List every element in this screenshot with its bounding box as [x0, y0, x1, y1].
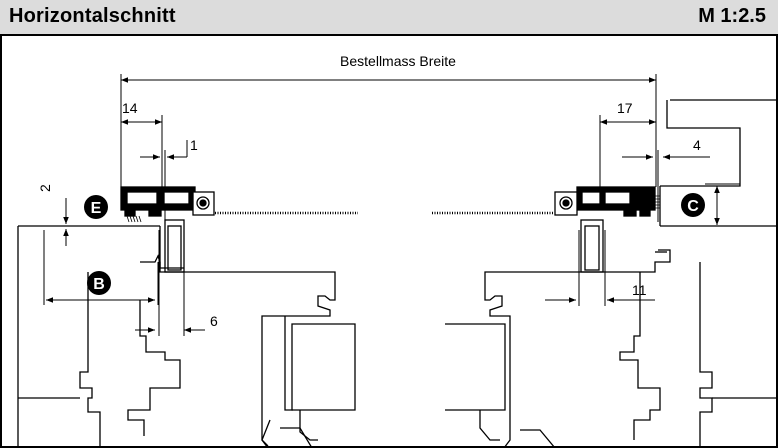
left-top-profile	[120, 186, 358, 223]
left-height-label: 2	[37, 184, 53, 192]
marker-e: E	[84, 195, 108, 219]
marker-b: B	[87, 271, 111, 295]
right-top-profile	[432, 186, 660, 217]
header-bar: Horizontalschnitt M 1:2.5	[0, 0, 778, 36]
left-bottom-gap-dimension	[135, 230, 205, 336]
left-offset-label: 14	[122, 100, 138, 116]
marker-c-label: C	[687, 198, 699, 215]
right-frame-profile	[445, 249, 778, 448]
right-height-dimension	[705, 183, 740, 225]
left-offset-dimension	[121, 115, 163, 187]
right-gap-label: 4	[693, 137, 701, 153]
marker-b-label: B	[93, 276, 105, 293]
right-offset-label: 17	[617, 100, 633, 116]
marker-e-label: E	[91, 200, 102, 217]
marker-b-dimension	[43, 230, 159, 305]
right-gap-dimension	[622, 150, 710, 222]
left-frame-profile	[17, 226, 356, 448]
right-offset-dimension	[599, 115, 656, 187]
marker-c: C	[681, 193, 705, 217]
right-rail	[580, 219, 667, 273]
left-gap-label: 1	[190, 137, 198, 153]
overall-width-dimension	[120, 74, 657, 187]
drawing-title: Horizontalschnitt	[9, 5, 176, 27]
left-bottom-gap-label: 6	[210, 313, 218, 329]
overall-width-label: Bestellmass Breite	[340, 53, 456, 69]
drawing-scale: M 1:2.5	[698, 5, 766, 27]
right-wall	[659, 99, 778, 227]
right-bottom-gap-dimension	[545, 230, 655, 306]
